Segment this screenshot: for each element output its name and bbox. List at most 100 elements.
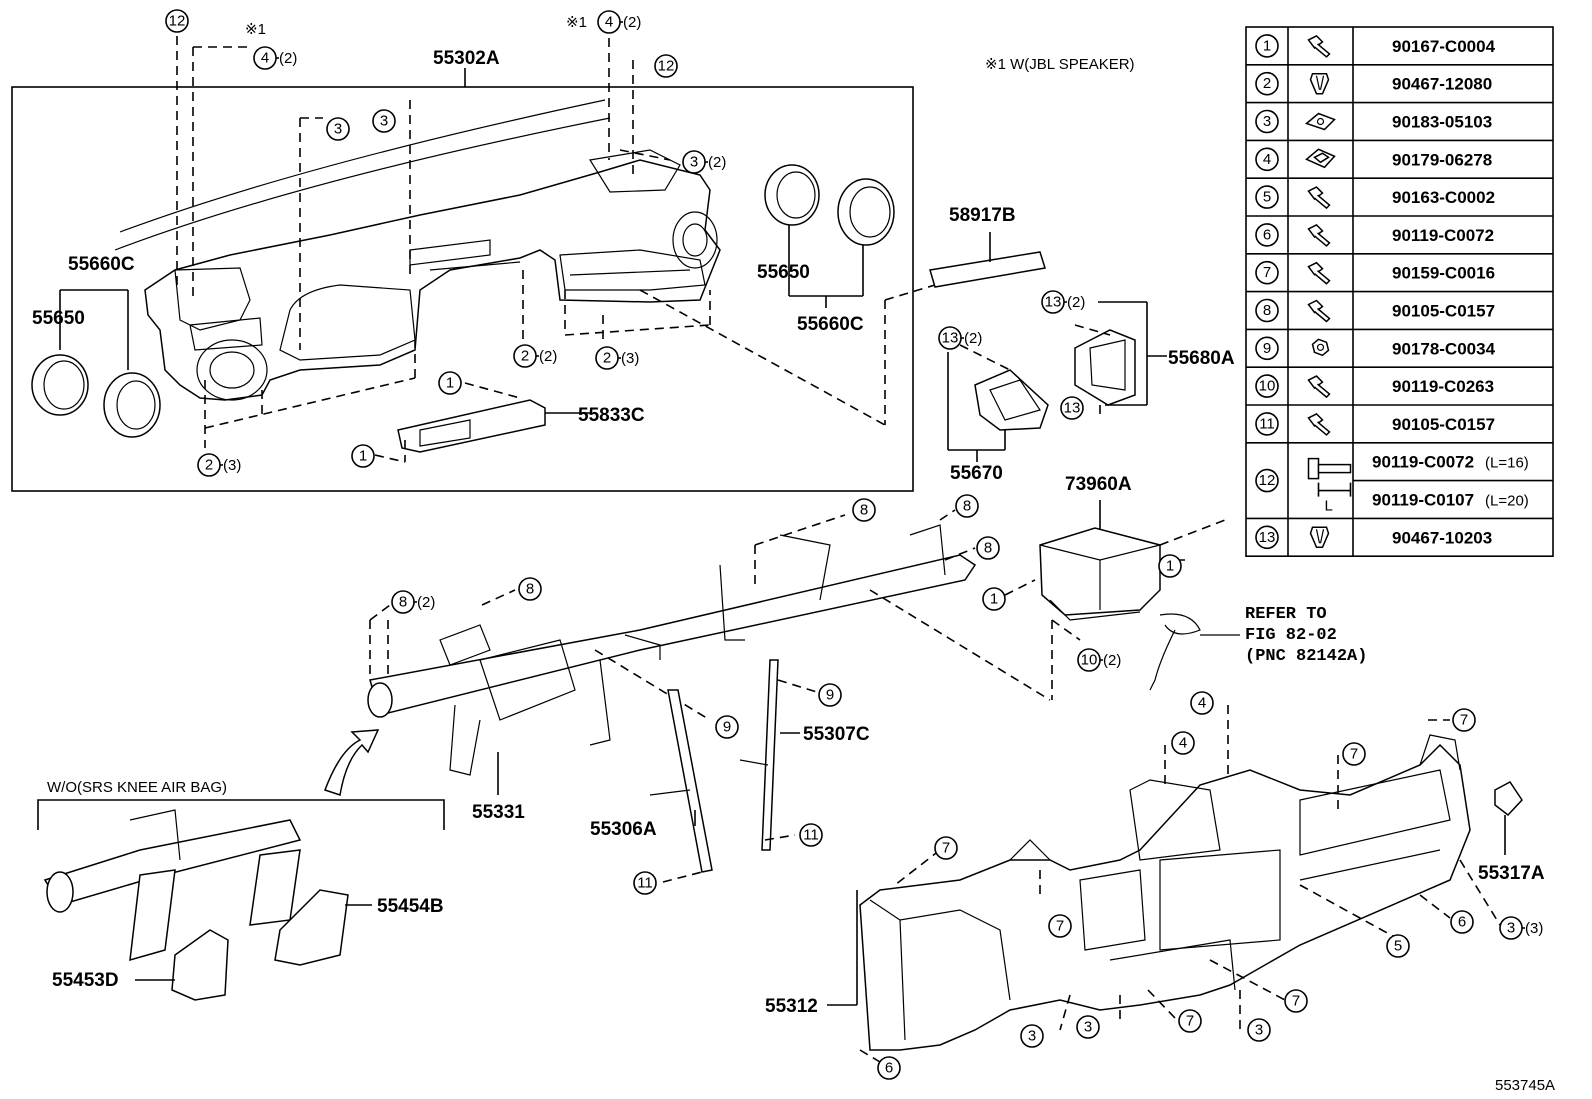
callout-circle: 1 [1158, 554, 1182, 578]
label-55317A: 55317A [1478, 863, 1545, 884]
lower-dashboard-drawing [859, 734, 1471, 1051]
callout-circle: 4(2) [253, 46, 297, 70]
nut-icon [1311, 338, 1330, 357]
callout-circle: 6 [877, 1056, 901, 1080]
label-55306A: 55306A [590, 819, 657, 840]
callout-circle: 3(2) [682, 150, 726, 174]
callout-circle: 10(2) [1077, 648, 1121, 672]
svg-text:4: 4 [605, 14, 613, 31]
svg-text:9: 9 [723, 719, 731, 736]
svg-text:3: 3 [1028, 1028, 1036, 1045]
quantity-text: (2) [708, 154, 726, 171]
label-55670: 55670 [950, 463, 1003, 484]
quantity-text: (3) [1525, 920, 1543, 937]
part-55680A-drawing [1074, 329, 1136, 406]
fastener-code: 90183-05103 [1392, 113, 1492, 132]
fastener-number: 11 [1259, 415, 1275, 432]
fastener-number: 10 [1259, 378, 1276, 395]
part-73960A-drawing [1039, 527, 1161, 621]
label-55650-right: 55650 [757, 262, 810, 283]
bolt-icon [1307, 186, 1331, 210]
callout-circle: 13 [1060, 396, 1084, 420]
wo-knee-airbag-note: W/O(SRS KNEE AIR BAG) [47, 779, 227, 796]
callout-circle: 13 (2) [938, 326, 982, 350]
svg-text:8: 8 [526, 581, 534, 598]
callout-circle: 6 [1450, 910, 1474, 934]
label-58917B: 58917B [949, 205, 1016, 226]
svg-text:11: 11 [637, 875, 653, 892]
svg-text:7: 7 [1350, 746, 1358, 763]
fastener-number: 12 [1259, 472, 1276, 489]
label-55650-left: 55650 [32, 308, 85, 329]
quantity-text: (2) [279, 50, 297, 67]
callout-circle: 11 [799, 823, 823, 847]
svg-text:2: 2 [603, 350, 611, 367]
svg-text:6: 6 [1458, 914, 1466, 931]
brace-drawing [649, 659, 779, 873]
left-vent-drawing [31, 354, 161, 438]
long-bolt-icon [1307, 457, 1352, 497]
fastener-code: 90159-C0016 [1392, 264, 1495, 283]
clip-icon [1309, 72, 1330, 95]
fastener-number: 3 [1263, 113, 1271, 130]
callout-circle: 3 (3) [1499, 916, 1543, 940]
svg-text:13: 13 [1064, 400, 1081, 417]
top-strip-drawing [114, 99, 611, 251]
callout-circle: 4(2) [597, 10, 641, 34]
callout-circle: 7 [1048, 914, 1072, 938]
quantity-text: (3) [621, 350, 639, 367]
fastener-length: (L=20) [1485, 493, 1529, 510]
label-55660C-right: 55660C [797, 314, 864, 335]
callout-circle: 3 [326, 117, 350, 141]
quantity-text: (2) [1103, 652, 1121, 669]
svg-text:8: 8 [984, 540, 992, 557]
callout-circle: 8 [976, 536, 1000, 560]
fastener-code: 90119-C0072 [1392, 226, 1494, 245]
callout-circle: 11 [633, 871, 657, 895]
fastener-code: 90105-C0157 [1392, 302, 1495, 321]
label-55331: 55331 [472, 802, 525, 823]
callout-circle: 7 [1342, 742, 1366, 766]
callout-circle: 8(2) [391, 590, 435, 614]
callout-circle: 4 [1171, 731, 1195, 755]
svg-text:2: 2 [521, 348, 529, 365]
label-55660C-left: 55660C [68, 254, 135, 275]
fastener-code: 90163-C0002 [1392, 188, 1495, 207]
svg-text:7: 7 [1186, 1013, 1194, 1030]
svg-text:13: 13 [942, 330, 959, 347]
fastener-code: 90467-10203 [1392, 528, 1492, 547]
quantity-text: (2) [964, 330, 982, 347]
label-55312: 55312 [765, 996, 818, 1017]
reinforcement-beam-drawing [367, 524, 977, 776]
nut-clip-icon [1304, 112, 1336, 131]
svg-text:8: 8 [860, 502, 868, 519]
fastener-number: 2 [1263, 75, 1271, 92]
callout-circle: 8 [955, 494, 979, 518]
upper-assembly-frame [11, 86, 914, 492]
fastener-code: 90105-C0157 [1392, 415, 1495, 434]
svg-text:8: 8 [399, 594, 407, 611]
svg-text:3: 3 [1255, 1022, 1263, 1039]
fastener-number: 9 [1263, 340, 1271, 357]
svg-text:3: 3 [1507, 920, 1515, 937]
svg-text:2: 2 [205, 457, 213, 474]
refer-line-3: (PNC 82142A) [1245, 647, 1367, 666]
callout-circle: 3 [372, 109, 396, 133]
svg-text:13: 13 [1045, 294, 1062, 311]
callout-circle: 12 [165, 9, 189, 33]
fastener-row: 5 90163-C0002 [1255, 185, 1495, 210]
refer-line-2: FIG 82-02 [1245, 626, 1337, 645]
bolt-icon [1307, 299, 1331, 323]
callout-circle: 7 [934, 836, 958, 860]
svg-text:1: 1 [1166, 558, 1174, 575]
svg-text:7: 7 [1460, 712, 1468, 729]
callout-circle: 5 [1386, 934, 1410, 958]
fastener-number: 5 [1263, 189, 1271, 206]
label-55302A: 55302A [433, 48, 500, 69]
svg-text:9: 9 [826, 687, 834, 704]
